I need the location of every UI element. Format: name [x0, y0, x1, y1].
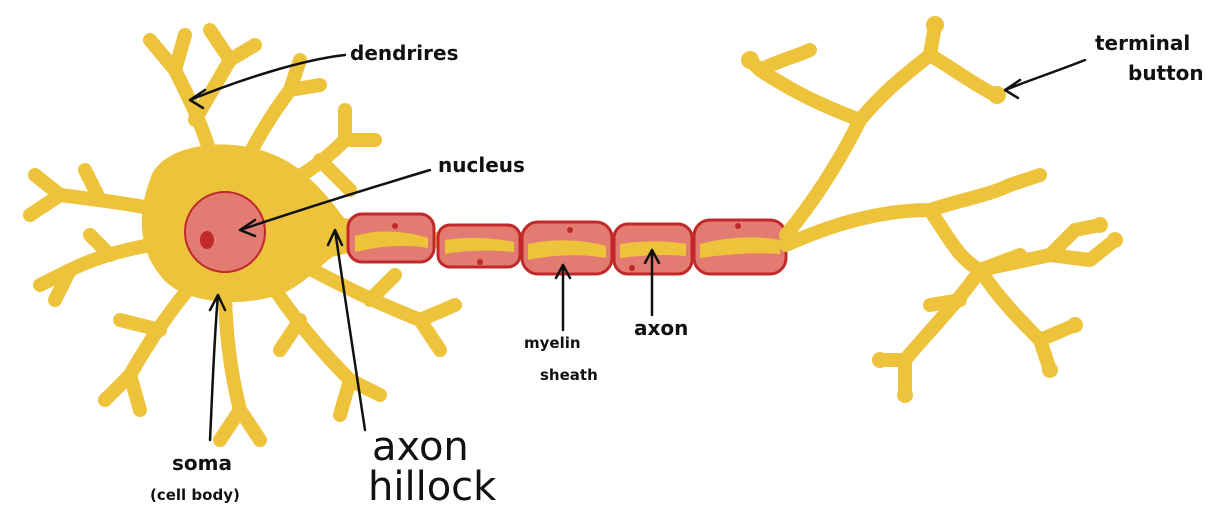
axon-arrow	[645, 250, 659, 315]
label-dendrites: dendrires	[350, 41, 459, 65]
label-myelin-line2: sheath	[540, 366, 598, 384]
myelin-segment	[348, 214, 434, 262]
axon-terminals	[750, 25, 1115, 395]
label-myelin-line1: myelin	[524, 334, 581, 352]
label-axon: axon	[634, 316, 688, 340]
myelin-segment	[438, 225, 520, 267]
nucleus	[185, 192, 265, 272]
label-terminal-line1: terminal	[1095, 31, 1190, 55]
label-soma-line1: soma	[172, 451, 232, 475]
myelin-segment	[522, 222, 612, 274]
myelin-sheath	[348, 214, 786, 274]
label-axon-hillock-line2: hillock	[368, 464, 497, 510]
label-nucleus: nucleus	[438, 153, 525, 177]
label-terminal-line2: button	[1128, 61, 1204, 85]
myelin-sheath-arrow	[556, 265, 570, 330]
label-soma-line2: (cell body)	[150, 486, 240, 504]
terminal-button-arrow	[1005, 60, 1085, 98]
myelin-segment	[694, 220, 786, 274]
